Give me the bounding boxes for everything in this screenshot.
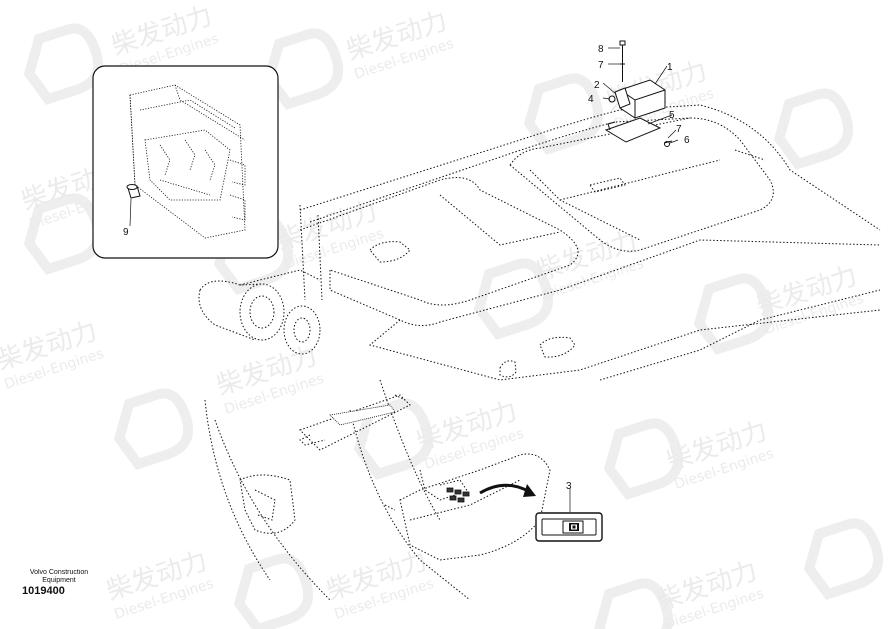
callout-2: 2 bbox=[594, 80, 600, 91]
callout-labels: 1 2 3 4 5 6 7 7 8 9 bbox=[123, 44, 690, 492]
callout-4: 4 bbox=[588, 94, 594, 105]
watermark-logo bbox=[693, 273, 774, 355]
part-8-bolt bbox=[619, 40, 626, 82]
manufacturer-line-2: Equipment bbox=[42, 577, 76, 584]
watermark-logo bbox=[473, 258, 554, 340]
watermark-logo bbox=[523, 73, 604, 155]
part-3-switch-panel bbox=[535, 512, 603, 542]
callout-5: 5 bbox=[669, 110, 675, 121]
callout-6: 6 bbox=[684, 135, 690, 146]
console-buttons bbox=[329, 404, 470, 503]
manufacturer-caption: Volvo Construction Equipment bbox=[14, 569, 104, 585]
parts-assembly bbox=[129, 40, 679, 512]
part-2-clamp bbox=[608, 87, 631, 109]
watermark-logo bbox=[593, 578, 674, 629]
leader-lines bbox=[129, 47, 679, 512]
watermark-logo bbox=[263, 28, 344, 110]
watermark-logo bbox=[803, 518, 884, 600]
watermark-logo bbox=[603, 418, 684, 500]
watermark-logo bbox=[353, 398, 434, 480]
watermark-logo bbox=[233, 553, 314, 629]
callout-1: 1 bbox=[667, 62, 673, 73]
callout-8: 8 bbox=[598, 44, 604, 55]
callout-7-upper: 7 bbox=[598, 60, 604, 71]
fuse-box-drawing bbox=[129, 84, 246, 239]
watermark-logo bbox=[23, 23, 104, 105]
callout-9: 9 bbox=[123, 227, 129, 238]
document-number: 1019400 bbox=[22, 585, 65, 597]
inset-detail-box bbox=[92, 65, 279, 259]
callout-7-lower: 7 bbox=[676, 124, 682, 135]
manufacturer-line-1: Volvo Construction bbox=[29, 569, 89, 576]
watermark-logo bbox=[113, 388, 194, 470]
watermark-logo bbox=[773, 88, 854, 170]
fuse-cap bbox=[126, 184, 141, 199]
part-6-screw bbox=[663, 140, 673, 147]
direction-arrow bbox=[479, 483, 536, 497]
callout-3: 3 bbox=[566, 481, 572, 492]
part-5-bracket bbox=[604, 117, 662, 143]
